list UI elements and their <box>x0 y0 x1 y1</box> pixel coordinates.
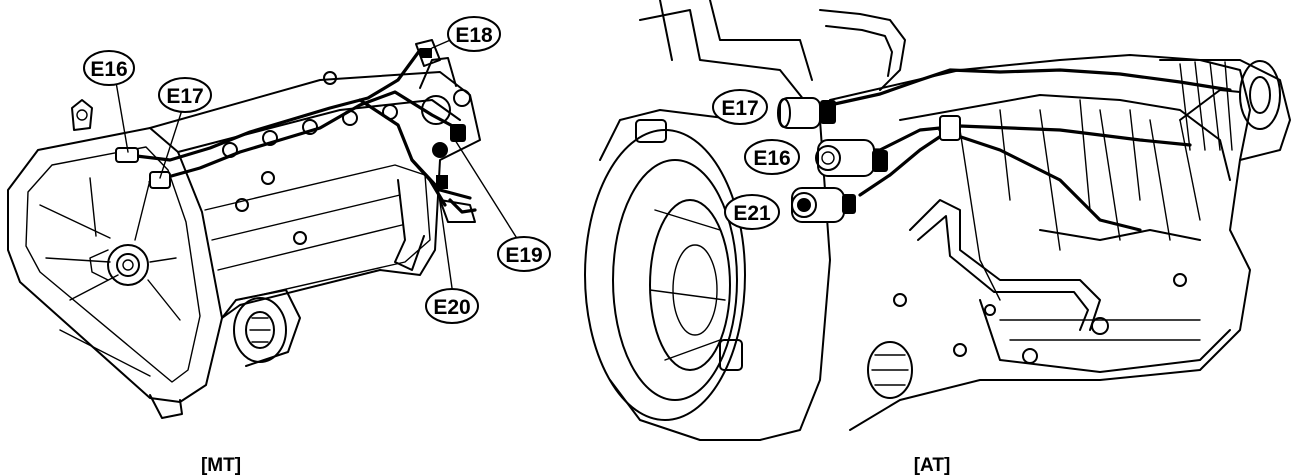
at-connector-label-e16: E16 <box>744 139 800 175</box>
mt-transmission-drawing <box>7 39 481 419</box>
svg-text:E20: E20 <box>433 296 470 319</box>
mt-connector-label-e17: E17 <box>158 77 212 113</box>
svg-text:E17: E17 <box>166 85 203 108</box>
svg-text:E18: E18 <box>455 24 493 47</box>
at-connector-label-e21: E21 <box>724 194 780 230</box>
at-transmission-drawing <box>584 0 1291 441</box>
svg-text:E21: E21 <box>733 202 771 225</box>
at-connector-label-e17: E17 <box>712 89 768 125</box>
mt-connector-label-e18: E18 <box>447 16 501 52</box>
mt-connector-label-e16: E16 <box>83 50 135 86</box>
svg-text:E16: E16 <box>753 147 790 170</box>
svg-text:E19: E19 <box>505 244 542 267</box>
svg-text:E16: E16 <box>90 58 127 81</box>
mt-connector-label-e19: E19 <box>497 236 551 272</box>
svg-text:E17: E17 <box>721 97 758 120</box>
at-caption: [AT] <box>914 455 951 476</box>
mt-connector-label-e20: E20 <box>425 288 479 324</box>
mt-caption: [MT] <box>201 455 241 476</box>
